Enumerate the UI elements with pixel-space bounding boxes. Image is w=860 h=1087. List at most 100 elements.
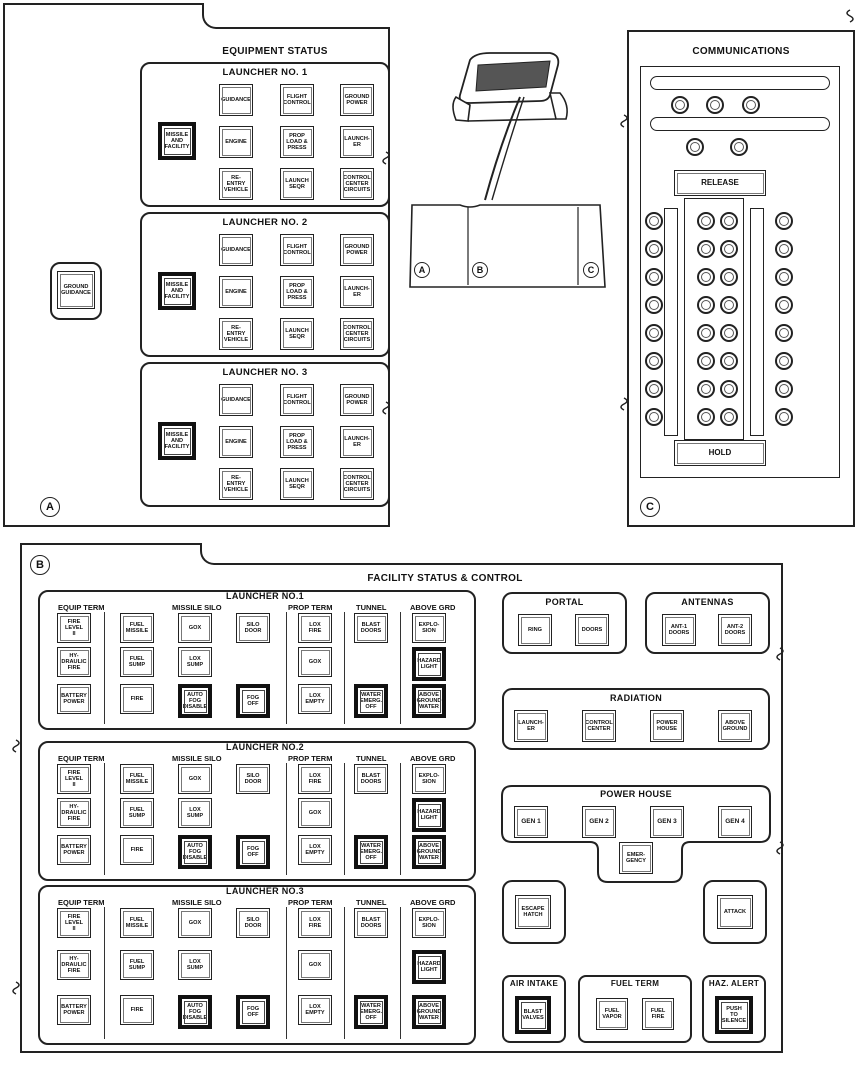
launcher-2-guidance-button[interactable]: GUIDANCE xyxy=(219,234,253,266)
comm-line-button[interactable] xyxy=(720,324,738,342)
comm-line-button[interactable] xyxy=(775,240,793,258)
comm-line-button[interactable] xyxy=(697,296,715,314)
launcher-2-flight-control-button[interactable]: FLIGHT CONTROL xyxy=(280,234,314,266)
ant-2-doors-button[interactable]: ANT-2 DOORS xyxy=(718,614,752,646)
launcher-2-hazard-light-button[interactable]: HAZARD LIGHT xyxy=(412,798,446,832)
gen-1-button[interactable]: GEN 1 xyxy=(514,806,548,838)
comm-knob-2[interactable] xyxy=(706,96,724,114)
comm-line-button[interactable] xyxy=(775,352,793,370)
portal-ring-button[interactable]: RING xyxy=(518,614,552,646)
blast-valves-button[interactable]: BLAST VALVES xyxy=(515,996,551,1034)
push-to-silence-button[interactable]: PUSH TO SILENCE xyxy=(715,996,753,1034)
comm-line-button[interactable] xyxy=(720,212,738,230)
launcher-3-gox-button[interactable]: GOX xyxy=(178,908,212,938)
radiation-control-center-button[interactable]: CONTROL CENTER xyxy=(582,710,616,742)
launcher-1-blast-doors-button[interactable]: BLAST DOORS xyxy=(354,613,388,643)
launcher-2-fuel-sump-button[interactable]: FUEL SUMP xyxy=(120,798,154,828)
comm-line-button[interactable] xyxy=(645,352,663,370)
launcher-1-fuel-sump-button[interactable]: FUEL SUMP xyxy=(120,647,154,677)
launcher-1-guidance-button[interactable]: GUIDANCE xyxy=(219,84,253,116)
launcher-3-fire-level-ii-button[interactable]: FIRE LEVEL II xyxy=(57,908,91,938)
launcher-2-hydraulic-fire-button[interactable]: HY- DRAULIC FIRE xyxy=(57,798,91,828)
comm-line-button[interactable] xyxy=(697,324,715,342)
comm-line-button[interactable] xyxy=(697,352,715,370)
launcher-2-control-center-circuits-button[interactable]: CONTROL CENTER CIRCUITS xyxy=(340,318,374,350)
fuel-vapor-button[interactable]: FUEL VAPOR xyxy=(596,998,628,1030)
launcher-2-engine-button[interactable]: ENGINE xyxy=(219,276,253,308)
comm-knob-3[interactable] xyxy=(742,96,760,114)
launcher-2-missile-and-facility-button[interactable]: MISSILE AND FACILITY xyxy=(158,272,196,310)
comm-knob-4[interactable] xyxy=(686,138,704,156)
launcher-2-fuel-missile-button[interactable]: FUEL MISSILE xyxy=(120,764,154,794)
comm-line-button[interactable] xyxy=(775,268,793,286)
launcher-2-fire-button[interactable]: FIRE xyxy=(120,835,154,865)
launcher-1-lox-empty-button[interactable]: LOX EMPTY xyxy=(298,684,332,714)
launcher-2-fire-level-ii-button[interactable]: FIRE LEVEL II xyxy=(57,764,91,794)
launcher-2-fog-off-button[interactable]: FOG OFF xyxy=(236,835,270,869)
comm-line-button[interactable] xyxy=(775,296,793,314)
escape-hatch-button[interactable]: ESCAPE HATCH xyxy=(515,895,551,929)
launcher-2-gox-prop-button[interactable]: GOX xyxy=(298,798,332,828)
launcher-2-lox-fire-button[interactable]: LOX FIRE xyxy=(298,764,332,794)
comm-knob-5[interactable] xyxy=(730,138,748,156)
attack-button[interactable]: ATTACK xyxy=(717,895,753,929)
launcher-3-fuel-sump-button[interactable]: FUEL SUMP xyxy=(120,950,154,980)
ground-guidance-button[interactable]: GROUND GUIDANCE xyxy=(57,271,95,309)
launcher-2-water-emerg-off-button[interactable]: WATER EMERG. OFF xyxy=(354,835,388,869)
launcher-1-water-emerg-off-button[interactable]: WATER EMERG. OFF xyxy=(354,684,388,718)
launcher-1-silo-door-button[interactable]: SILO DOOR xyxy=(236,613,270,643)
launcher-3-hydraulic-fire-button[interactable]: HY- DRAULIC FIRE xyxy=(57,950,91,980)
launcher-2-silo-door-button[interactable]: SILO DOOR xyxy=(236,764,270,794)
launcher-1-missile-and-facility-button[interactable]: MISSILE AND FACILITY xyxy=(158,122,196,160)
comm-line-button[interactable] xyxy=(775,408,793,426)
launcher-1-launcher-button[interactable]: LAUNCH- ER xyxy=(340,126,374,158)
launcher-3-guidance-button[interactable]: GUIDANCE xyxy=(219,384,253,416)
launcher-2-prop-load-press-button[interactable]: PROP LOAD & PRESS xyxy=(280,276,314,308)
launcher-3-ground-power-button[interactable]: GROUND POWER xyxy=(340,384,374,416)
launcher-1-lox-fire-button[interactable]: LOX FIRE xyxy=(298,613,332,643)
launcher-2-re-entry-vehicle-button[interactable]: RE- ENTRY VEHICLE xyxy=(219,318,253,350)
launcher-3-battery-power-button[interactable]: BATTERY POWER xyxy=(57,995,91,1025)
launcher-1-flight-control-button[interactable]: FLIGHT CONTROL xyxy=(280,84,314,116)
launcher-3-auto-fog-disable-button[interactable]: AUTO FOG DISABLE xyxy=(178,995,212,1029)
launcher-1-lox-sump-button[interactable]: LOX SUMP xyxy=(178,647,212,677)
launcher-3-lox-sump-button[interactable]: LOX SUMP xyxy=(178,950,212,980)
hold-button[interactable]: HOLD xyxy=(674,440,766,466)
launcher-1-gox-prop-button[interactable]: GOX xyxy=(298,647,332,677)
launcher-2-ground-power-button[interactable]: GROUND POWER xyxy=(340,234,374,266)
comm-line-button[interactable] xyxy=(775,380,793,398)
comm-line-button[interactable] xyxy=(697,240,715,258)
comm-line-button[interactable] xyxy=(720,296,738,314)
launcher-3-lox-empty-button[interactable]: LOX EMPTY xyxy=(298,995,332,1025)
launcher-3-explosion-button[interactable]: EXPLO- SION xyxy=(412,908,446,938)
launcher-2-auto-fog-disable-button[interactable]: AUTO FOG DISABLE xyxy=(178,835,212,869)
launcher-1-re-entry-vehicle-button[interactable]: RE- ENTRY VEHICLE xyxy=(219,168,253,200)
launcher-3-gox-prop-button[interactable]: GOX xyxy=(298,950,332,980)
launcher-1-fog-off-button[interactable]: FOG OFF xyxy=(236,684,270,718)
launcher-3-hazard-light-button[interactable]: HAZARD LIGHT xyxy=(412,950,446,984)
launcher-3-lox-fire-button[interactable]: LOX FIRE xyxy=(298,908,332,938)
comm-line-button[interactable] xyxy=(720,408,738,426)
launcher-1-prop-load-press-button[interactable]: PROP LOAD & PRESS xyxy=(280,126,314,158)
comm-line-button[interactable] xyxy=(645,408,663,426)
comm-line-button[interactable] xyxy=(697,380,715,398)
launcher-1-control-center-circuits-button[interactable]: CONTROL CENTER CIRCUITS xyxy=(340,168,374,200)
launcher-1-launch-seqr-button[interactable]: LAUNCH SEQR xyxy=(280,168,314,200)
launcher-3-fuel-missile-button[interactable]: FUEL MISSILE xyxy=(120,908,154,938)
launcher-1-auto-fog-disable-button[interactable]: AUTO FOG DISABLE xyxy=(178,684,212,718)
launcher-3-launch-seqr-button[interactable]: LAUNCH SEQR xyxy=(280,468,314,500)
radiation-above-ground-button[interactable]: ABOVE GROUND xyxy=(718,710,752,742)
comm-line-button[interactable] xyxy=(720,268,738,286)
launcher-1-engine-button[interactable]: ENGINE xyxy=(219,126,253,158)
comm-line-button[interactable] xyxy=(775,212,793,230)
comm-line-button[interactable] xyxy=(645,296,663,314)
comm-line-button[interactable] xyxy=(720,352,738,370)
launcher-2-explosion-button[interactable]: EXPLO- SION xyxy=(412,764,446,794)
emergency-button[interactable]: EMER- GENCY xyxy=(619,842,653,874)
launcher-1-fire-button[interactable]: FIRE xyxy=(120,684,154,714)
launcher-1-fuel-missile-button[interactable]: FUEL MISSILE xyxy=(120,613,154,643)
comm-line-button[interactable] xyxy=(645,324,663,342)
comm-line-button[interactable] xyxy=(645,212,663,230)
launcher-1-gox-button[interactable]: GOX xyxy=(178,613,212,643)
comm-line-button[interactable] xyxy=(697,268,715,286)
